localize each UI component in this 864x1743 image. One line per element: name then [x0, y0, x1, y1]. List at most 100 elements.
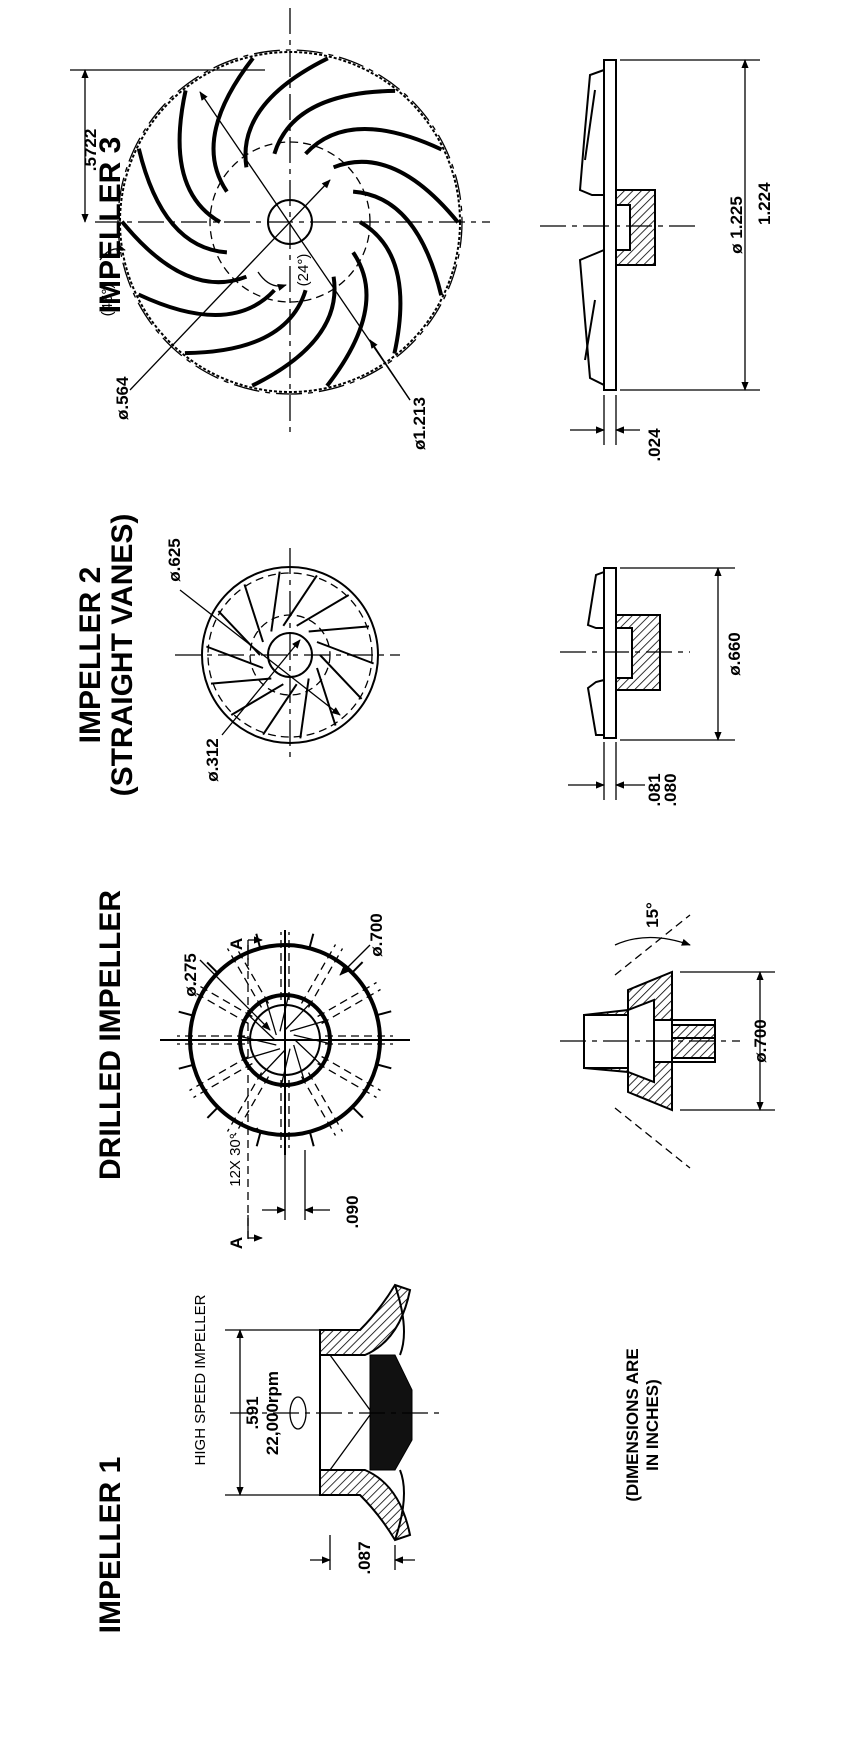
impeller-3-thickness: .024 — [645, 428, 664, 462]
drilled-outer-tick — [178, 1063, 194, 1070]
impeller-1-dia: .591 — [243, 1396, 262, 1429]
drilled-outer-tick — [351, 961, 364, 974]
impeller-2-vane — [299, 678, 310, 739]
impeller-3-vane — [136, 148, 228, 255]
title-impeller-2: IMPELLER 2 — [74, 567, 107, 744]
drilled-hole-edge — [233, 1076, 270, 1136]
drilled-outer-tick — [376, 1063, 392, 1070]
drilled-outer-tick — [206, 961, 219, 974]
impeller-2-thickness-2: .080 — [661, 773, 680, 806]
drilled-inner-vane — [259, 1049, 286, 1077]
impeller-2-vane — [206, 645, 264, 669]
impeller-1-section-view: HIGH SPEED IMPELLER .591 22,000rpm .087 — [192, 1283, 440, 1575]
impeller-3-radius-dim: .5722 — [81, 129, 100, 172]
drilled-hole-edge — [193, 981, 253, 1018]
impeller-2-vane — [210, 677, 272, 685]
drilled-outer-tick — [351, 1106, 364, 1119]
drilled-hole-edge — [226, 948, 263, 1008]
drilled-section-dia: ø.700 — [751, 1019, 770, 1062]
drilled-outer-tick — [255, 933, 262, 949]
drilled-section-mark-bottom: A — [227, 1237, 246, 1249]
impeller-3-vane — [243, 56, 329, 168]
impeller-3-vane — [352, 189, 444, 296]
title-impeller-2-subtitle: (STRAIGHT VANES) — [106, 514, 139, 797]
impeller-3-vane — [325, 251, 369, 388]
drilled-hole-edge — [300, 1076, 337, 1136]
drilled-outer-tick — [308, 933, 315, 949]
impeller-2-vane — [262, 683, 298, 736]
impeller-3-vane — [332, 159, 460, 224]
drilled-inner-vane — [293, 1044, 305, 1080]
impeller-2-inner-dia: ø.312 — [203, 738, 222, 781]
impeller-2-vane — [243, 584, 264, 643]
drilled-hole-edge — [317, 1062, 377, 1099]
drilled-hole-edge — [321, 1055, 381, 1092]
drilled-hole-edge — [307, 948, 344, 1008]
drilled-inner-vane — [294, 1039, 322, 1066]
drilled-inner-vane — [284, 1003, 311, 1031]
impeller-3-vane — [120, 220, 248, 285]
impeller-3-vane — [184, 289, 308, 356]
impeller-2-vane — [270, 571, 281, 632]
impeller-3-vane — [251, 276, 337, 388]
impeller-3-vane — [272, 88, 396, 155]
drilled-impeller-front-view: A A ø.275 ø.700 12X 30° .090 — [160, 913, 410, 1249]
impeller-3-outer-dia: ø1.213 — [410, 397, 429, 450]
drilled-hole-edge — [193, 1062, 253, 1099]
impeller-2-outer-dia: ø.625 — [165, 538, 184, 581]
drilled-hole-edge — [189, 1055, 249, 1092]
title-impeller-1: IMPELLER 1 — [94, 1457, 127, 1634]
impeller-2-vane — [282, 574, 318, 627]
drilled-outer-tick — [308, 1131, 315, 1147]
impeller-3-angle-24: (24°) — [295, 254, 312, 287]
impeller-2-front-view: ø.625 ø.312 — [165, 538, 400, 782]
drilled-section-mark-top: A — [227, 938, 246, 950]
drilled-holes-spec: 12X 30° — [227, 1133, 244, 1187]
impeller-3-front-view: .5722 ø.564 ø1.213 (45°) (24°) — [70, 8, 490, 450]
units-note-line-2: IN INCHES) — [643, 1379, 662, 1471]
impeller-1-thickness: .087 — [355, 1541, 374, 1574]
drilled-hole-edge — [321, 988, 381, 1025]
drilled-offset: .090 — [343, 1195, 362, 1228]
impeller-3-inner-dia: ø.564 — [113, 376, 132, 420]
impeller-2-vanes — [206, 571, 374, 739]
drilled-inner-dia: ø.275 — [181, 953, 200, 996]
impeller-3-dia-1: ø 1.225 — [727, 196, 746, 254]
drilled-outer-dia: ø.700 — [367, 913, 386, 956]
impeller-2-vane — [316, 667, 337, 726]
drilled-inner-vane — [245, 1048, 281, 1060]
impeller-3-vane — [211, 56, 255, 193]
impeller-2-vane — [319, 654, 363, 700]
impeller-3-angle-45: (45°) — [99, 284, 116, 317]
drilled-hole-edge — [300, 944, 337, 1004]
impeller-3-vanes — [120, 56, 460, 388]
impeller-2-vane — [316, 641, 374, 665]
impeller-2-vane — [296, 594, 350, 627]
title-drilled-impeller: DRILLED IMPELLER — [94, 890, 127, 1180]
impeller-2-hub-dia: ø.660 — [725, 632, 744, 675]
drilled-hole-edge — [189, 988, 249, 1025]
drilled-inner-vane — [265, 1000, 277, 1036]
impeller-3-dia-2: 1.224 — [755, 182, 774, 225]
drilled-inner-vane — [289, 1020, 325, 1032]
impeller-2-section-view: ø.660 .081 .080 — [560, 567, 744, 807]
title-impeller-3: IMPELLER 3 — [94, 137, 127, 314]
impeller-3-vane — [304, 126, 443, 156]
drilled-hole-edge — [226, 1072, 263, 1132]
impeller-2-vane — [230, 683, 284, 716]
impeller-3-vane — [359, 220, 403, 355]
impeller-1-subtitle: HIGH SPEED IMPELLER — [192, 1294, 209, 1465]
impeller-1-speed: 22,000rpm — [263, 1371, 282, 1455]
drilled-outer-tick — [376, 1010, 392, 1017]
impeller-3-section-view: ø 1.225 1.224 .024 — [540, 59, 774, 462]
drilled-outer-tick — [255, 1131, 262, 1147]
drilled-impeller-section-view: 15° ø.700 — [560, 902, 775, 1169]
drilled-angle: 15° — [643, 902, 662, 928]
impeller-3-vane — [177, 89, 221, 224]
drilled-outer-tick — [178, 1010, 194, 1017]
impeller-2-thickness-1: .081 — [645, 773, 664, 806]
drilled-hole-edge — [233, 944, 270, 1004]
drilled-outer-tick — [206, 1106, 219, 1119]
impeller-3-vane — [137, 288, 276, 318]
